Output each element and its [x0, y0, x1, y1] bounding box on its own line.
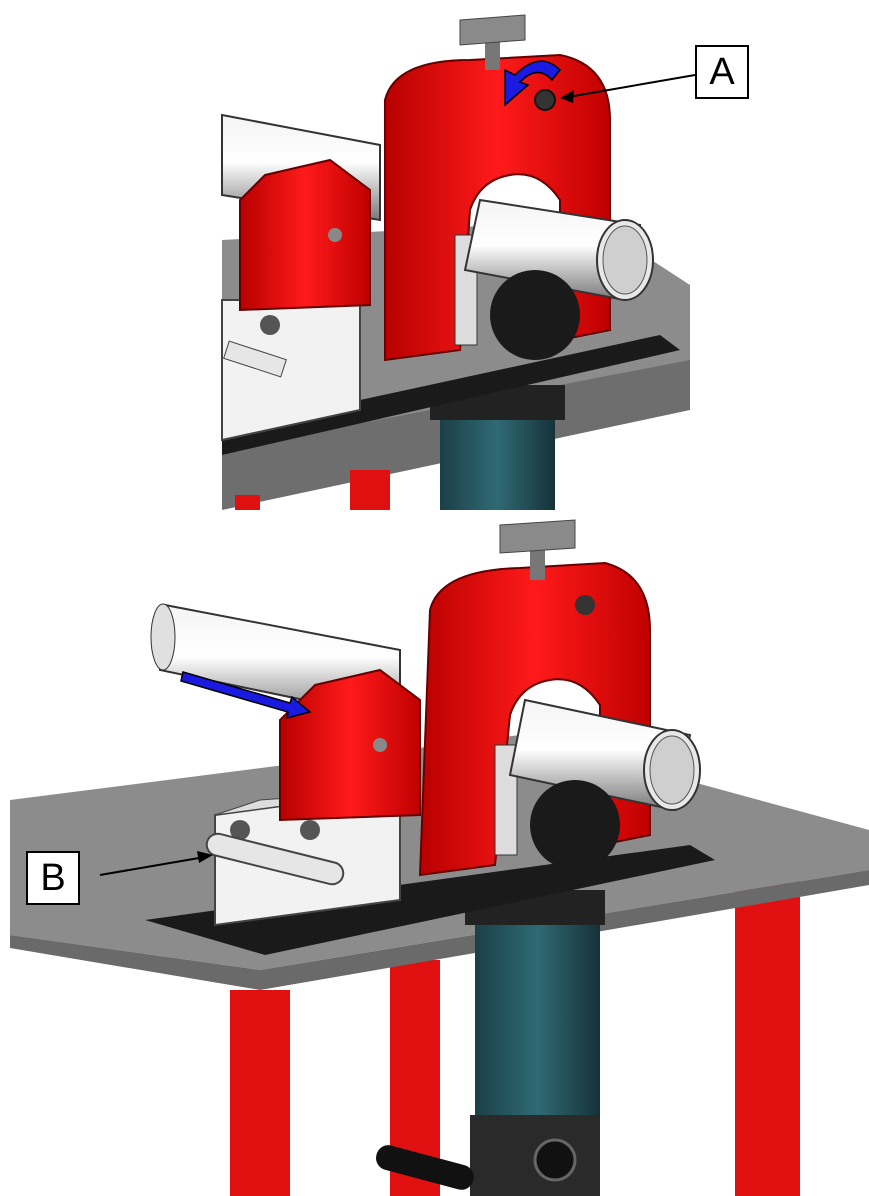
table-leg	[350, 470, 390, 510]
base-plate	[222, 335, 680, 455]
bolt-2	[575, 595, 595, 615]
straight-arrow-icon	[180, 671, 312, 720]
motor-body-2	[376, 920, 600, 1196]
knob	[459, 14, 526, 70]
bolt-a	[534, 89, 556, 111]
motor-body	[440, 420, 555, 510]
pipe-front	[463, 198, 654, 302]
leader-line-b	[99, 856, 206, 876]
machine-frame	[384, 53, 611, 362]
table-leg	[235, 495, 260, 510]
curved-arrow-icon	[504, 60, 562, 107]
callout-label-b: B	[26, 851, 80, 905]
leader-arrowhead-b	[197, 851, 213, 863]
red-clamp	[239, 158, 371, 312]
vise-block	[221, 299, 361, 442]
callout-label-a: A	[695, 45, 749, 99]
leader-line-a	[567, 74, 696, 98]
vise-handle	[205, 832, 345, 886]
leader-arrowhead-a	[560, 90, 574, 103]
base-plate-2	[145, 845, 715, 955]
pipe-front-2	[508, 698, 701, 812]
knob-2	[499, 519, 576, 580]
spindle-head-2	[530, 780, 620, 870]
spindle-head	[490, 270, 580, 360]
red-clamp-2	[279, 668, 421, 822]
